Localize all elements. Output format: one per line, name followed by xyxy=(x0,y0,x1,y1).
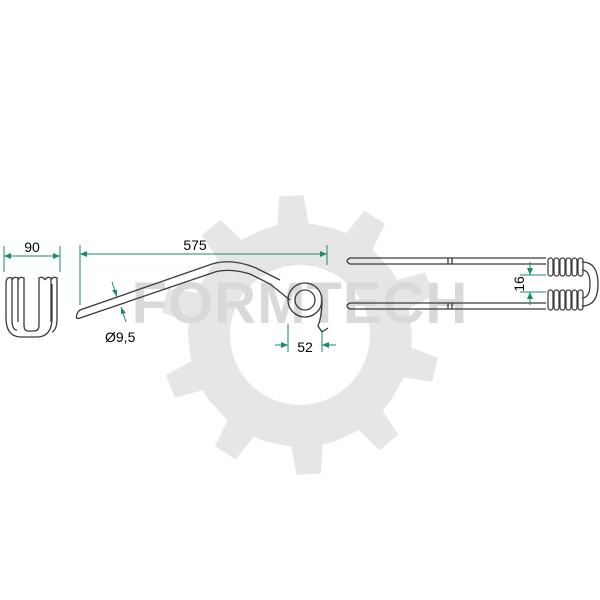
watermark: FORMTECH xyxy=(132,195,467,475)
coil-left-mid xyxy=(11,276,19,322)
arrow-left xyxy=(4,253,11,259)
coil-winding xyxy=(571,289,578,311)
coil-right-outer xyxy=(50,276,58,333)
arrow-bottom xyxy=(121,307,126,314)
coil-winding xyxy=(577,289,584,311)
coil-winding xyxy=(565,289,572,311)
coil-winding xyxy=(547,257,554,277)
coil-winding xyxy=(571,257,578,277)
tine-coil-inner xyxy=(294,289,316,311)
coil-winding xyxy=(559,289,566,311)
lower-tine-rod xyxy=(346,302,546,310)
coil-winding xyxy=(577,257,584,277)
arrow-left xyxy=(80,251,87,257)
upper-tine-rod xyxy=(346,257,546,265)
coil-winding xyxy=(559,257,566,277)
coil-winding xyxy=(553,257,560,277)
tine-coil-tail xyxy=(317,299,329,333)
dimension-wire-diameter: Ø9,5 xyxy=(105,281,136,345)
dimension-coil-diameter: 52 xyxy=(275,324,336,355)
coil-left-rim xyxy=(5,284,21,338)
coil-u-bend xyxy=(17,276,46,332)
spring-end-view xyxy=(5,276,58,338)
arrow-bottom xyxy=(527,292,533,299)
coil-gap-label: 16 xyxy=(511,276,527,292)
coil-loop-outer xyxy=(581,261,599,307)
gear-hole xyxy=(230,265,370,405)
arrow-top xyxy=(112,290,117,297)
tine-length-label: 575 xyxy=(183,237,207,253)
dimension-tine-length: 575 xyxy=(79,237,328,305)
spring-width-label: 90 xyxy=(24,239,40,255)
arrow-right xyxy=(53,253,60,259)
tine-side-view xyxy=(75,261,329,333)
coil-winding xyxy=(553,289,560,311)
coil-winding xyxy=(565,257,572,277)
coil-right-mid xyxy=(44,276,52,322)
tine-lower-edge xyxy=(75,261,281,320)
dimension-coil-gap: 16 xyxy=(511,262,546,305)
coil-windings-lower xyxy=(547,289,584,311)
coil-loop-inner xyxy=(581,269,591,299)
wire-diameter-label: Ø9,5 xyxy=(105,329,136,345)
arrow-right xyxy=(320,251,327,257)
dimension-spring-width: 90 xyxy=(3,239,61,272)
arrow-top xyxy=(527,268,533,275)
coil-left-outer xyxy=(5,276,18,331)
coil-bottom-rim xyxy=(20,284,53,338)
coil-diameter-label: 52 xyxy=(297,339,313,355)
tine-upper-edge xyxy=(79,269,291,319)
arrow-left xyxy=(281,342,288,348)
tine-top-view xyxy=(346,257,599,311)
arrow-right xyxy=(322,342,329,348)
coil-windings-upper xyxy=(547,257,584,277)
gear-logo-icon xyxy=(161,195,439,475)
coil-winding xyxy=(547,289,554,311)
